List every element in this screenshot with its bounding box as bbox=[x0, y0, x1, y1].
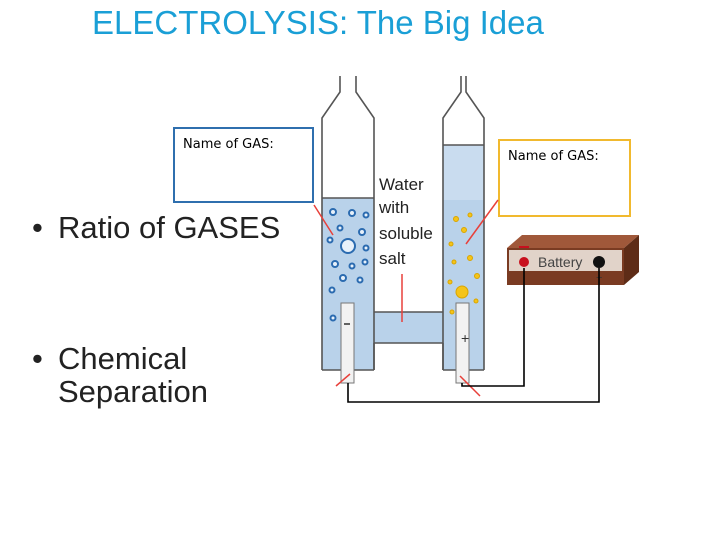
u-tube-glass bbox=[321, 76, 485, 371]
right-gas-name-box[interactable]: Name of GAS: bbox=[498, 139, 631, 217]
label-pointers bbox=[313, 199, 499, 397]
hydrogen-bubbles bbox=[326, 208, 370, 322]
bullet-dot-icon: • bbox=[32, 210, 43, 245]
bullet-text: Ratio of GASES bbox=[58, 210, 281, 245]
bullet-chemical-separation: • Chemical Separation bbox=[32, 342, 208, 409]
water-label-line1: Water bbox=[379, 175, 424, 194]
oxygen-bubbles bbox=[447, 212, 480, 315]
left-gas-label: Name of GAS: bbox=[183, 137, 274, 152]
battery-positive-terminal bbox=[593, 256, 605, 268]
cathode-electrode bbox=[340, 302, 355, 384]
bullet-ratio-of-gases: • Ratio of GASES bbox=[32, 210, 281, 245]
battery-label: Battery bbox=[538, 254, 582, 270]
slide-title: ELECTROLYSIS: The Big Idea bbox=[92, 4, 544, 41]
battery-negative-terminal bbox=[519, 257, 529, 267]
left-gas-name-box[interactable]: Name of GAS: bbox=[173, 127, 314, 203]
anode-plus-sign: + bbox=[461, 330, 469, 346]
bullet-text-line2: Separation bbox=[58, 374, 208, 410]
water-label-line4: salt bbox=[379, 249, 406, 268]
bullet-text: Chemical bbox=[58, 341, 188, 376]
circuit-wires bbox=[347, 268, 600, 403]
right-gas-label: Name of GAS: bbox=[508, 149, 599, 164]
battery: Battery + bbox=[507, 235, 639, 285]
water-label-line2: with bbox=[378, 198, 409, 217]
water-label-line3: soluble bbox=[379, 224, 433, 243]
bullet-dot-icon: • bbox=[32, 341, 43, 376]
